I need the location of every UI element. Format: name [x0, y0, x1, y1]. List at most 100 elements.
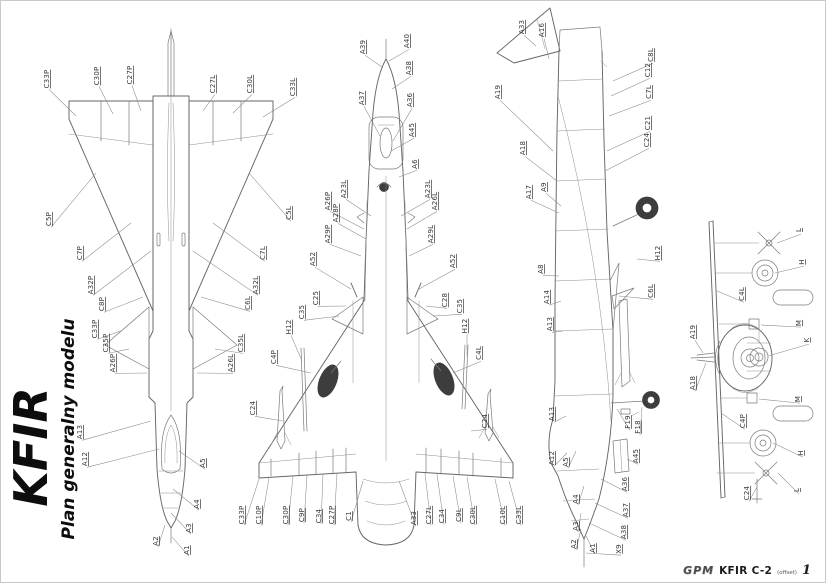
part-label: H [772, 442, 805, 458]
svg-text:A19: A19 [494, 85, 502, 99]
part-label: A37 [358, 91, 381, 137]
part-label: C30P [282, 475, 294, 526]
part-label: A45 [626, 449, 640, 465]
svg-text:A33: A33 [518, 20, 526, 34]
svg-text:C33L: C33L [515, 506, 523, 525]
part-label: C4L [452, 346, 483, 374]
part-label: A5 [178, 450, 207, 470]
svg-text:A38: A38 [405, 61, 413, 75]
svg-text:X9: X9 [615, 544, 623, 554]
svg-text:A1: A1 [589, 543, 597, 553]
part-label: C6L [200, 296, 252, 312]
svg-text:C9P: C9P [298, 508, 306, 522]
svg-text:A12: A12 [81, 452, 89, 466]
part-label: A4 [172, 488, 201, 511]
svg-text:C10L: C10L [499, 506, 507, 525]
svg-text:C4P: C4P [270, 350, 278, 364]
svg-text:A18: A18 [519, 141, 527, 155]
part-label: M [760, 320, 803, 328]
part-label: A36 [392, 93, 414, 142]
part-label: F18 [634, 406, 643, 436]
svg-text:H: H [798, 259, 806, 264]
svg-text:C30L: C30L [246, 75, 254, 94]
sheet-subtitle: Plan generalny modelu [59, 319, 79, 540]
svg-text:C7P: C7P [76, 246, 84, 260]
part-label: A23L [400, 180, 432, 217]
svg-text:A37: A37 [622, 503, 630, 517]
part-label: C27L [424, 472, 433, 526]
part-label: C9P [298, 474, 308, 524]
part-label: C35L [214, 334, 245, 354]
part-label: A38 [391, 61, 413, 90]
svg-text:A36: A36 [406, 93, 414, 108]
svg-text:A3: A3 [572, 521, 580, 531]
part-label: C30L [232, 75, 254, 114]
svg-text:A14: A14 [543, 290, 551, 305]
svg-text:A12: A12 [548, 451, 556, 465]
svg-text:A19: A19 [689, 325, 697, 339]
svg-text:C33P: C33P [238, 506, 246, 525]
part-label: C24 [604, 132, 651, 172]
part-label: C25 [312, 291, 347, 307]
part-label: A32P [87, 250, 152, 296]
part-label: A12 [548, 451, 568, 467]
part-label: A26L [196, 354, 235, 374]
svg-text:K: K [803, 337, 811, 342]
part-label: H12 [636, 246, 662, 262]
part-label: A5 [562, 450, 577, 469]
svg-text:A32P: A32P [87, 276, 95, 295]
svg-text:C24: C24 [249, 400, 257, 415]
svg-text:A28P: A28P [332, 204, 340, 223]
part-label: A3 [170, 512, 193, 535]
part-label: A26L [406, 192, 439, 230]
svg-text:C5L: C5L [285, 206, 293, 220]
svg-text:C6L: C6L [244, 296, 252, 310]
part-label: A8 [537, 264, 560, 277]
part-label: A39 [359, 40, 383, 68]
part-label: C10P [255, 477, 270, 526]
svg-text:A39: A39 [359, 40, 367, 54]
part-label: M [758, 396, 802, 404]
svg-text:A26L: A26L [431, 192, 439, 210]
svg-text:A13: A13 [76, 425, 84, 439]
svg-text:H12: H12 [461, 319, 469, 334]
svg-text:C27L: C27L [425, 506, 433, 525]
svg-text:A3: A3 [185, 523, 193, 533]
svg-text:C30L: C30L [469, 506, 477, 525]
part-label: C21 [606, 116, 652, 152]
svg-text:H: H [797, 450, 805, 455]
publisher-logo: GPM [683, 564, 715, 577]
part-label: A13 [548, 407, 567, 423]
svg-text:C12: C12 [644, 63, 652, 77]
part-label: C33L [508, 480, 523, 526]
svg-text:A45: A45 [408, 123, 416, 137]
model-title: KFIR [4, 387, 58, 507]
part-label: A40 [388, 34, 411, 62]
part-label: A33 [398, 480, 418, 527]
svg-text:A52: A52 [449, 254, 457, 268]
svg-text:C25: C25 [312, 291, 320, 305]
print-note: (offset) [777, 570, 797, 576]
part-label: A18 [519, 141, 558, 182]
footer: GPM KFIR C-2 (offset) 1 [683, 563, 811, 578]
sheet-number: 1 [801, 563, 811, 578]
svg-text:C5P: C5P [45, 212, 53, 226]
front-view-drawing [690, 220, 814, 504]
svg-text:C4P: C4P [739, 414, 747, 428]
part-label: A16 [538, 23, 550, 60]
svg-text:A17: A17 [525, 185, 533, 199]
svg-text:C34: C34 [315, 508, 323, 523]
part-label: H [774, 259, 806, 274]
svg-text:A6: A6 [411, 159, 419, 169]
top-view-drawing [68, 28, 274, 544]
part-label: C12 [610, 63, 652, 97]
part-label: A17 [525, 185, 560, 214]
svg-text:A1: A1 [183, 545, 191, 555]
svg-text:A29L: A29L [427, 225, 435, 243]
svg-text:C8L: C8L [647, 48, 655, 62]
part-label: C30L [466, 476, 477, 526]
